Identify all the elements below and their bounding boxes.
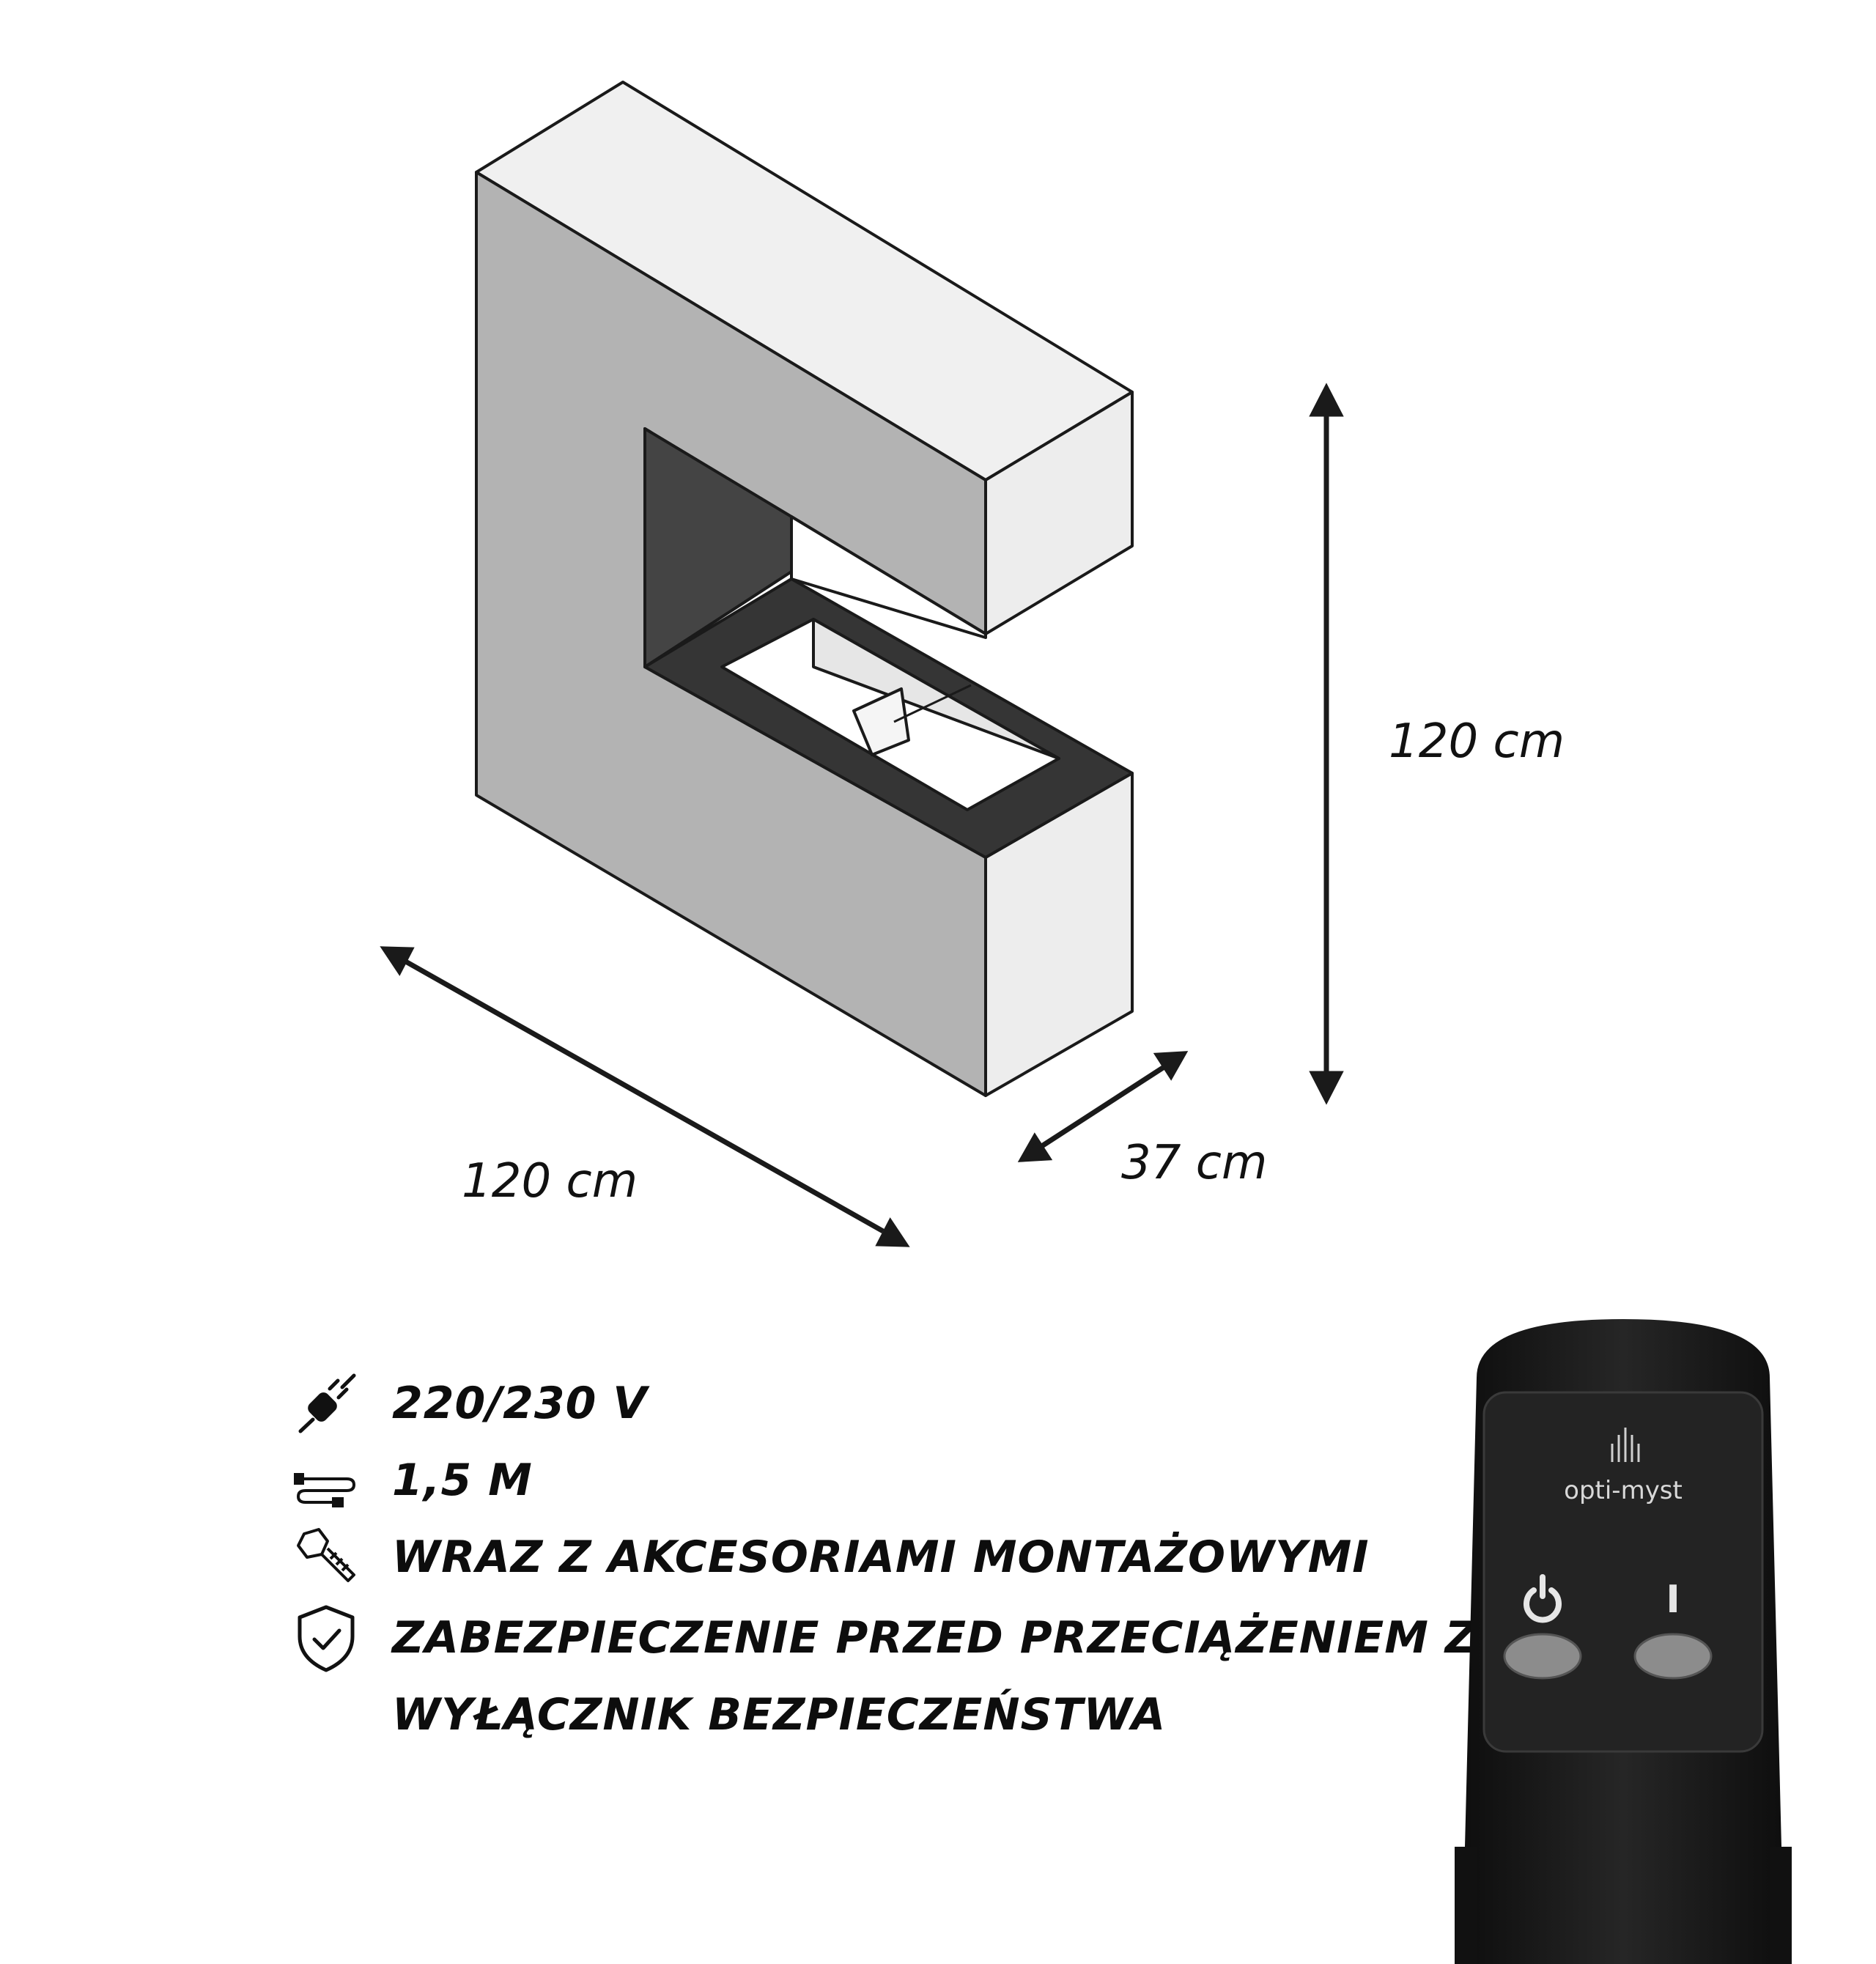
fireplace-window [790,515,987,639]
power-button[interactable] [1503,1633,1582,1680]
shield-check-icon [298,1605,355,1672]
depth-arrow-right-head [1153,1051,1189,1081]
spec-accessories-text: WRAZ Z AKCESORIAMI MONTAŻOWYMI [392,1532,1370,1583]
spec-protection-text: ZABEZPIECZENIE PRZED PRZECIĄŻENIEM Z [392,1612,1478,1664]
height-arrow-top-head [1309,383,1344,417]
spec-cable: 1,5 M [289,1444,533,1517]
spec-voltage-text: 220/230 V [392,1378,648,1429]
spec-protection: ZABEZPIECZENIE PRZED PRZECIĄŻENIEM Z [289,1601,1477,1675]
fireplace-upper-side [984,391,1134,635]
height-arrow-bottom-head [1309,1071,1344,1105]
product-diagram: 120 cm 120 cm 37 cm 220/230 V 1,5 M [289,81,1792,1964]
burner-box-inner [812,618,1060,760]
spec-accessories: WRAZ Z AKCESORIAMI MONTAŻOWYMI [289,1521,1370,1594]
remote-panel [1482,1391,1764,1753]
fireplace-drawing [380,81,1344,1247]
screw-icon [297,1528,355,1582]
cable-icon [294,1473,356,1507]
power-icon [1524,1574,1562,1623]
width-arrow [402,957,885,1234]
flame-logo-icon [1611,1428,1640,1462]
remote-control: opti-myst I [1455,1319,1792,1964]
spec-cable-text: 1,5 M [392,1455,533,1506]
height-label: 120 cm [1389,715,1565,769]
remote-clip-right [1770,1847,1792,1964]
remote-brand-text: opti-myst [1564,1476,1683,1505]
spec-voltage: 220/230 V [289,1367,648,1440]
width-label: 120 cm [462,1154,638,1208]
plug-icon [298,1373,356,1433]
burner-pointer [893,684,972,723]
spec-protection-continuation: WYŁĄCZNIK BEZPIECZEŃSTWA [392,1689,1167,1740]
remote-clip-left [1455,1847,1477,1964]
depth-arrow-left-head [1017,1132,1053,1162]
width-arrow-left-head [380,946,415,976]
depth-label: 37 cm [1121,1136,1268,1190]
on-symbol: I [1666,1578,1680,1622]
burner-tray [852,687,910,756]
width-arrow-right-head [875,1217,910,1247]
depth-arrow [1039,1064,1167,1149]
on-button[interactable] [1633,1633,1713,1680]
